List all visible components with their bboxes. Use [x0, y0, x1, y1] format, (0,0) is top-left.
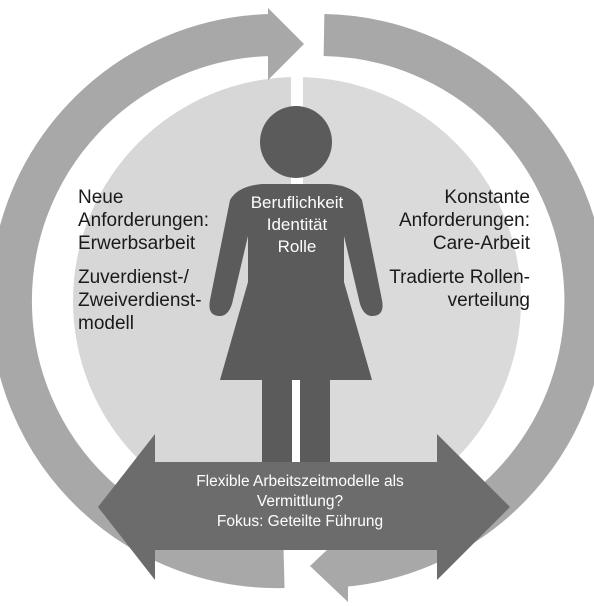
right-label-line-3: Care-Arbeit — [432, 233, 530, 254]
center-label-line-3: Rolle — [277, 237, 317, 256]
right-labels: Konstante Anforderungen: Care-Arbeit Tra… — [330, 186, 530, 312]
arrow-label-line-1: Flexible Arbeitszeitmodelle als — [196, 473, 404, 490]
arrow-label-line-2: Vermittlung? — [256, 493, 344, 510]
left-labels: Neue Anforderungen: Erwerbsarbeit Zuverd… — [78, 186, 278, 335]
left-label-line-3: Erwerbsarbeit — [78, 233, 196, 254]
left-label-line-5: Zweiverdienst- — [78, 290, 202, 311]
right-label-line-4: Tradierte Rollen- — [389, 267, 530, 288]
left-label-line-6: modell — [78, 313, 134, 334]
center-label-line-2: Identität — [266, 215, 328, 234]
ring-arrowhead-top — [268, 8, 304, 80]
double-arrow — [98, 434, 510, 580]
right-label-line-5: verteilung — [447, 290, 530, 311]
right-label-line-1: Konstante — [444, 187, 530, 208]
arrow-label-line-3: Fokus: Geteilte Führung — [216, 513, 384, 530]
left-label-line-4: Zuverdienst-/ — [78, 267, 189, 288]
left-label-line-2: Anforderungen: — [78, 210, 209, 231]
arrow-labels: Flexible Arbeitszeitmodelle als Vermittl… — [160, 472, 440, 532]
left-label-line-1: Neue — [78, 187, 124, 208]
center-label-line-1: Beruflichkeit — [250, 193, 344, 212]
right-half-disc — [297, 77, 521, 525]
right-label-line-2: Anforderungen: — [399, 210, 530, 231]
center-labels: Beruflichkeit Identität Rolle — [226, 192, 368, 258]
left-half-disc — [73, 77, 297, 525]
